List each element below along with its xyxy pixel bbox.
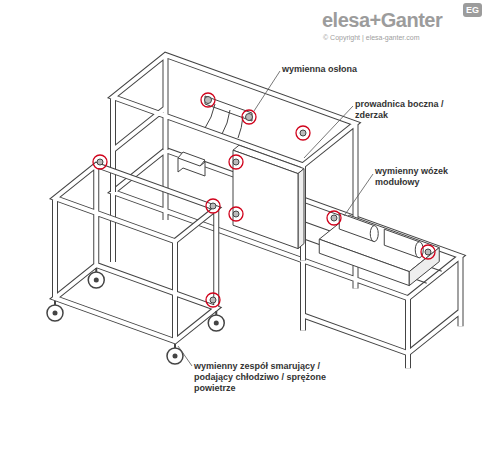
highlight-ring bbox=[421, 245, 435, 259]
carriage-roller bbox=[339, 213, 374, 242]
callout-label: prowadnica boczna / zderzak bbox=[355, 99, 463, 121]
indexing-plunger bbox=[425, 249, 431, 255]
leader-line bbox=[178, 346, 192, 366]
indexing-plunger bbox=[233, 211, 239, 217]
indexing-plunger bbox=[97, 159, 103, 165]
wheel-hub bbox=[214, 321, 219, 326]
indexing-plunger bbox=[300, 130, 306, 136]
highlight-ring bbox=[201, 93, 215, 107]
indexing-plunger bbox=[233, 159, 239, 165]
mount-knob bbox=[205, 97, 212, 104]
motor-unit bbox=[178, 152, 205, 176]
highlight-ring bbox=[206, 199, 220, 213]
highlight-ring bbox=[242, 110, 256, 124]
wheel-hub bbox=[94, 278, 99, 283]
roller-end bbox=[370, 226, 378, 242]
cart-frame-fill bbox=[55, 165, 216, 341]
coolant-hose bbox=[205, 104, 243, 138]
caster-wheel bbox=[208, 315, 224, 331]
highlight-ring bbox=[93, 155, 107, 169]
wheel-hub bbox=[53, 311, 58, 316]
indexing-plunger bbox=[210, 297, 216, 303]
leader-line bbox=[344, 174, 373, 216]
cart-frame-outline bbox=[55, 165, 216, 341]
logo-badge: EG bbox=[463, 3, 482, 17]
caster-wheel bbox=[47, 305, 63, 321]
leader-line bbox=[304, 106, 353, 158]
mount-knob bbox=[246, 114, 253, 121]
caster-wheel bbox=[88, 272, 104, 288]
highlight-ring bbox=[327, 211, 341, 225]
brand-logo: elesa+Ganter bbox=[322, 9, 472, 31]
highlight-ring bbox=[206, 293, 220, 307]
side-guide-edge bbox=[298, 169, 304, 249]
caster-stem bbox=[55, 268, 216, 348]
callout-label: wymienna osłona bbox=[282, 64, 377, 75]
highlight-ring bbox=[296, 126, 310, 140]
indexing-plunger bbox=[331, 215, 337, 221]
indexing-plunger bbox=[210, 203, 216, 209]
badge-text: EG bbox=[463, 3, 482, 17]
wheel-hub bbox=[173, 354, 178, 359]
callout-label: wymienny wózek modułowy bbox=[375, 166, 460, 188]
callout-label: wymienny zespół smarujący / podający chł… bbox=[194, 361, 346, 394]
carriage-roller bbox=[384, 229, 419, 258]
leader-line bbox=[254, 71, 280, 111]
highlight-ring bbox=[229, 207, 243, 221]
copyright-note: © Copyright | elesa-ganter.com bbox=[323, 33, 473, 42]
highlight-ring bbox=[229, 155, 243, 169]
